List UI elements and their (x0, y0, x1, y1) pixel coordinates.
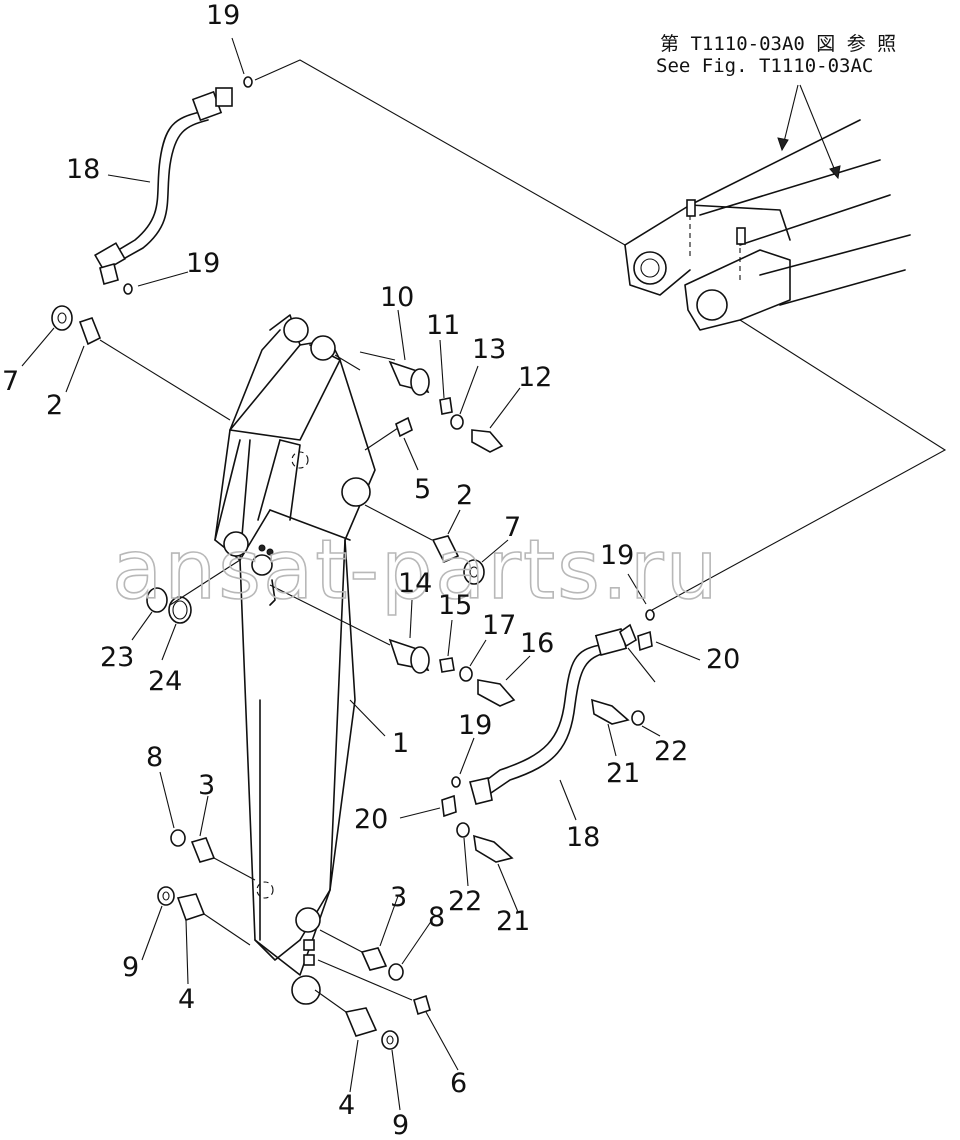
callout-24: 24 (148, 666, 182, 697)
reference-en: See Fig. T1110-03AC (656, 55, 873, 77)
assembly-lines (21, 37, 947, 1111)
callout-17: 17 (482, 610, 516, 641)
reference-jp: 第 T1110-03A0 図 参 照 (660, 33, 896, 55)
callout-18: 18 (66, 154, 100, 185)
callout-11: 11 (426, 310, 460, 341)
callout-7: 7 (504, 512, 521, 543)
callout-4: 4 (178, 984, 195, 1015)
callout-15: 15 (438, 590, 472, 621)
callout-16: 16 (520, 628, 554, 659)
callout-13: 13 (472, 334, 506, 365)
small-parts (51, 76, 655, 1050)
callout-3: 3 (390, 882, 407, 913)
callout-5: 5 (414, 474, 431, 505)
callout-6: 6 (450, 1068, 467, 1099)
callout-14: 14 (398, 568, 432, 599)
callout-9: 9 (392, 1110, 409, 1140)
boom-body (214, 314, 376, 1005)
callout-12: 12 (518, 362, 552, 393)
callout-20: 20 (706, 644, 740, 675)
callout-20: 20 (354, 804, 388, 835)
hose-upper (94, 87, 233, 285)
callout-3: 3 (198, 770, 215, 801)
callout-4: 4 (338, 1090, 355, 1121)
callout-7: 7 (2, 366, 19, 397)
callout-18: 18 (566, 822, 600, 853)
boom-reference-drawing (624, 119, 911, 331)
callout-labels: 19 18 19 7 2 10 11 13 12 5 2 7 19 14 15 … (2, 0, 740, 1140)
callout-9: 9 (122, 952, 139, 983)
reference-arrows (777, 84, 841, 180)
callout-8: 8 (428, 902, 445, 933)
callout-21: 21 (606, 758, 640, 789)
callout-22: 22 (448, 886, 482, 917)
callout-19: 19 (458, 710, 492, 741)
callout-8: 8 (146, 742, 163, 773)
watermark: ansat-parts.ru (112, 523, 720, 618)
callout-22: 22 (654, 736, 688, 767)
callout-10: 10 (380, 282, 414, 313)
callout-2: 2 (46, 390, 63, 421)
callout-19: 19 (206, 0, 240, 31)
hose-lower (469, 623, 637, 805)
callout-19: 19 (600, 540, 634, 571)
callout-1: 1 (392, 728, 409, 759)
callout-21: 21 (496, 906, 530, 937)
callout-2: 2 (456, 480, 473, 511)
callout-19: 19 (186, 248, 220, 279)
callout-23: 23 (100, 642, 134, 673)
